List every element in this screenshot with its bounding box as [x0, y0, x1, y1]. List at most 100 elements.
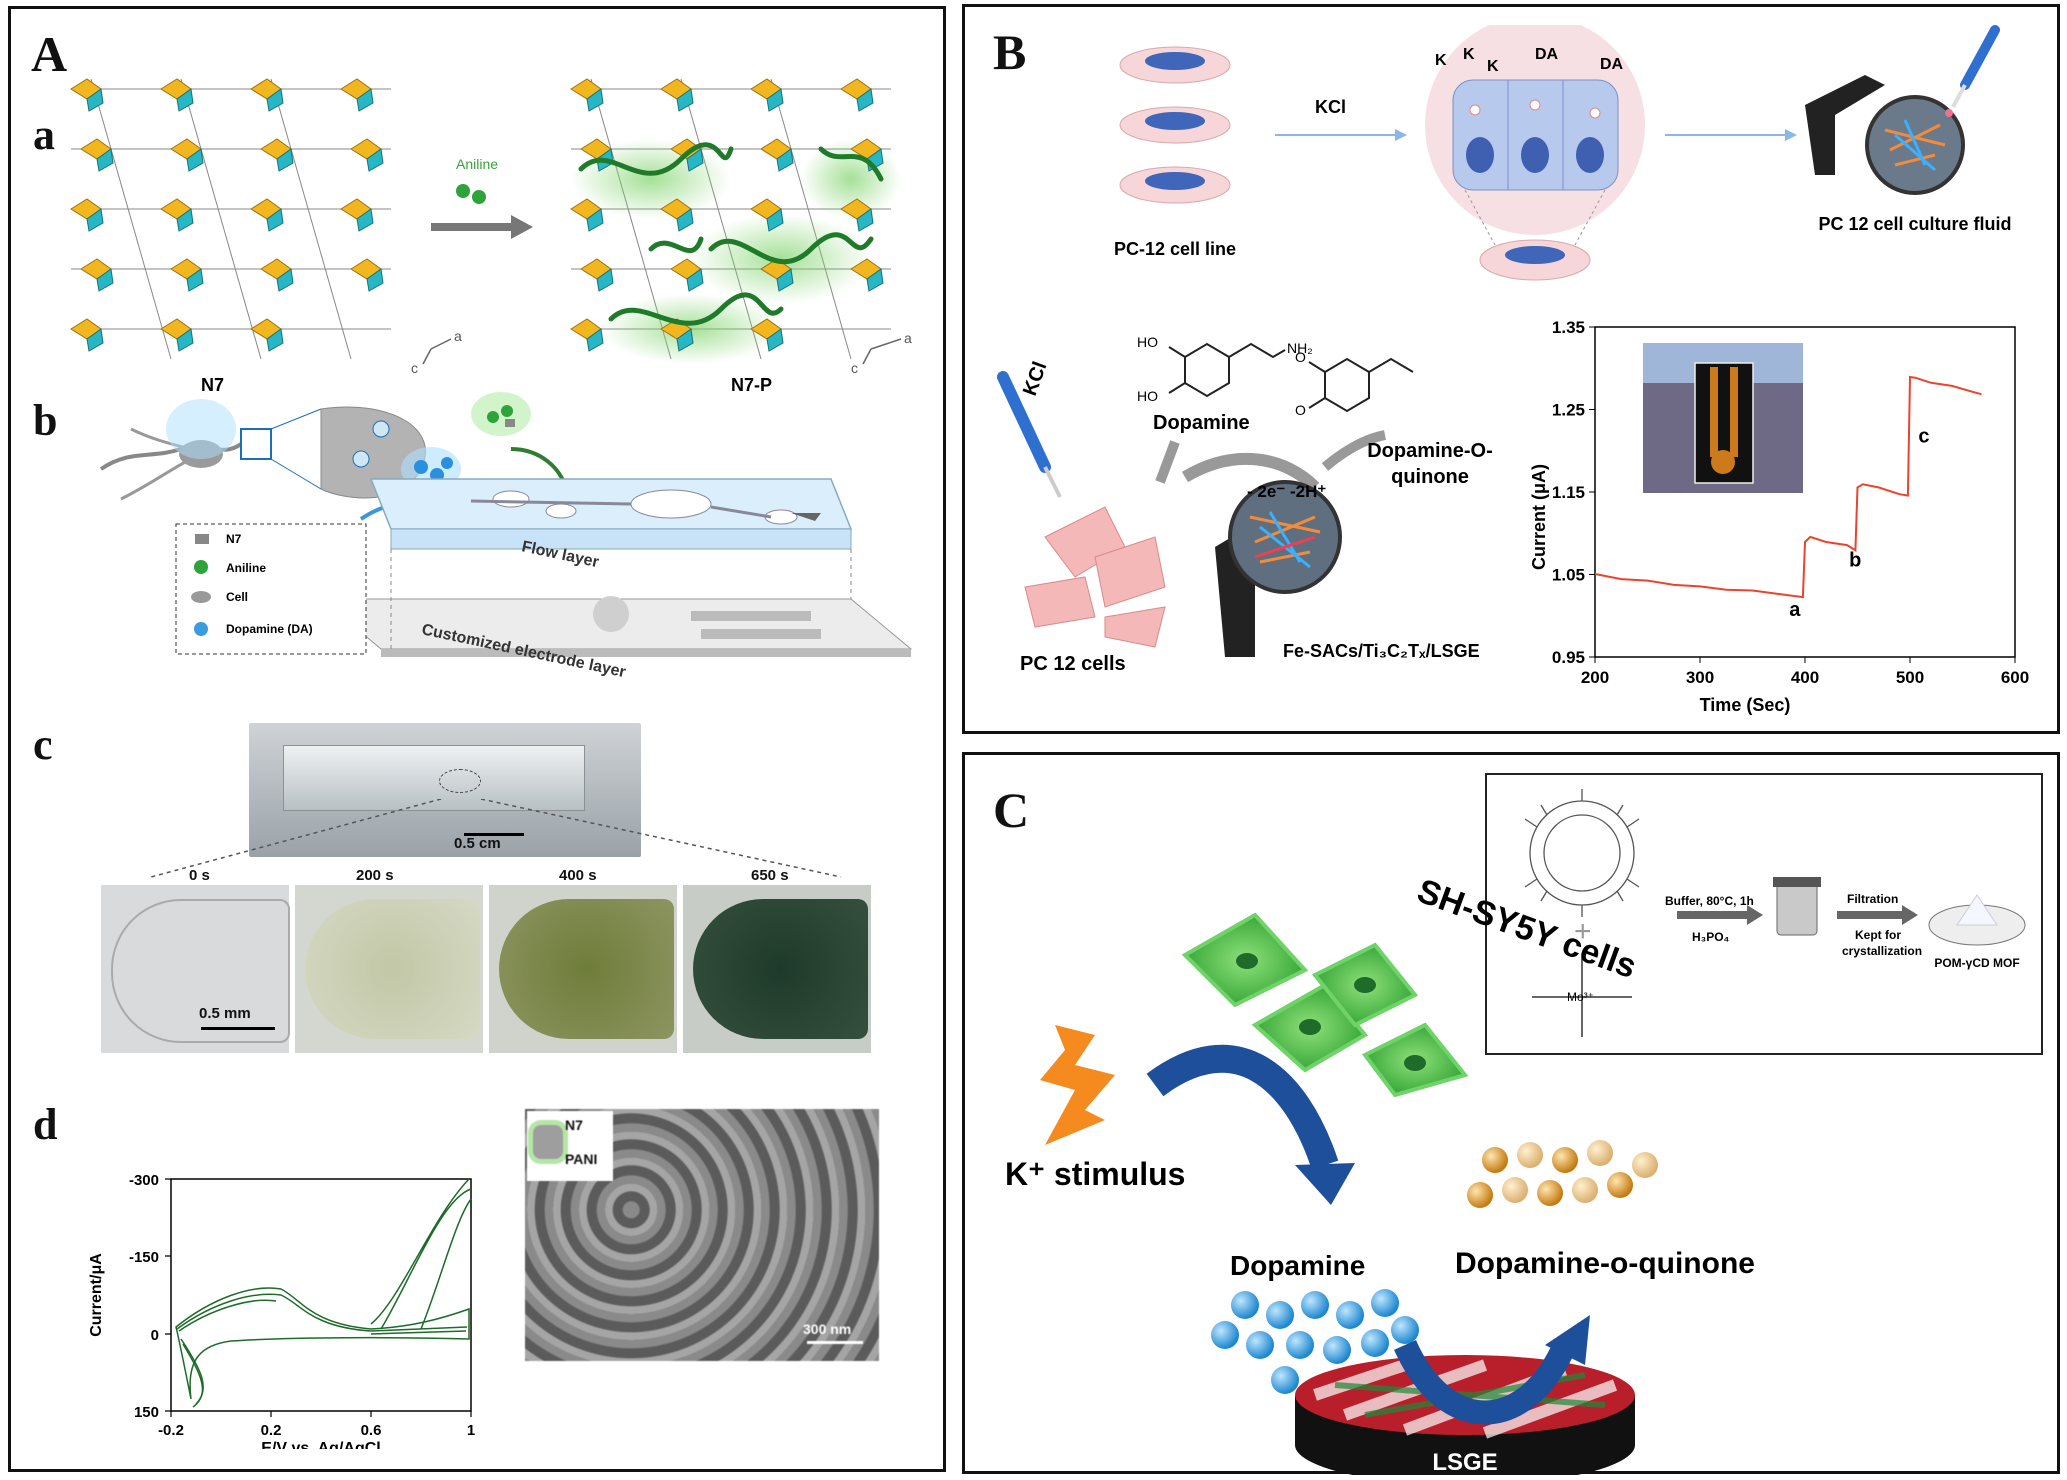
quinone-label-1: Dopamine-O- [1367, 440, 1493, 462]
quinone-label-c: Dopamine-o-quinone [1455, 1247, 1755, 1280]
sem-scale-label: 300 nm [803, 1321, 852, 1337]
axis-c-right: c [851, 360, 858, 376]
product-label: POM-γCD MOF [1934, 956, 2019, 970]
cv-curves [175, 1178, 472, 1408]
k-stimulus-label: K⁺ stimulus [1005, 1156, 1185, 1192]
frame-650s [683, 885, 871, 1053]
amp-ytick-label: 0.95 [1552, 648, 1585, 667]
time-label-650: 650 s [751, 867, 789, 884]
legend-n7: N7 [226, 532, 242, 546]
kcl-label-bottom: KCl [1019, 359, 1051, 399]
flow-layer [369, 478, 853, 649]
o-label-1: O [1295, 349, 1306, 365]
sem-inset: N7 PANI [527, 1111, 613, 1181]
lsge-label: LSGE [1432, 1449, 1497, 1475]
dopamine-structure [1168, 342, 1286, 398]
cv-xtick-1: 0.2 [261, 1422, 282, 1439]
amp-ytick-label: 1.35 [1552, 318, 1585, 337]
kcl-label-top: KCl [1315, 97, 1346, 117]
pc12-workflow-top: PC-12 cell line KCl K K K DA DA [1114, 25, 2012, 281]
frame-0s: 0.5 mm [101, 885, 290, 1053]
n7p-label: N7-P [731, 375, 772, 395]
axis-c-left: c [411, 360, 418, 376]
cell-line-label: PC-12 cell line [1114, 239, 1236, 259]
amp-annotation-b: b [1849, 549, 1861, 571]
cv-ylabel: Current/μA [88, 1253, 105, 1337]
petri-dish-stack [1119, 46, 1231, 204]
cv-xlabel: E/V vs. Ag/AgCl [261, 1440, 380, 1449]
sem-scale-bar [807, 1341, 863, 1344]
amp-xtick-label: 500 [1896, 668, 1924, 687]
pc12-cells-label: PC 12 cells [1020, 653, 1126, 675]
amp-ytick-label: 1.25 [1552, 401, 1585, 420]
da-label-2: DA [1600, 56, 1624, 73]
panel-c: C + Mo³⁺ Buffer, 80°C, 1h H₃PO₄ [962, 752, 2060, 1475]
ho-label-1: HO [1137, 334, 1158, 350]
chip-photo: 0.5 cm [249, 723, 641, 857]
cv-xtick-3: 1 [467, 1422, 475, 1439]
electrode-fe-sacs [1215, 480, 1342, 657]
panel-c-letter: C [993, 782, 1030, 838]
cv-plot: -300 -150 0 150 -0.2 0.2 0.6 1 E/V vs. A… [88, 1172, 475, 1449]
vial [1773, 877, 1821, 936]
k-label-3: K [1487, 58, 1499, 75]
amp-series-line-0 [1594, 375, 1982, 599]
amp-xlabel: Time (Sec) [1700, 695, 1791, 715]
o-label-2: O [1295, 402, 1306, 418]
amp-annotation-c: c [1918, 426, 1929, 448]
plus-sign: + [1574, 915, 1592, 948]
sh-sy5y-scheme: SH-SY5Y cells K⁺ stimulus Dopamine LSGE [1005, 875, 1755, 1475]
electrode-label-b: Fe-SACs/Ti₃C₂Tₓ/LSGE [1283, 641, 1480, 661]
n7p-lattice [570, 78, 901, 364]
scale-bar-top [464, 833, 524, 836]
axis-indicator-left [422, 338, 452, 365]
nh2-label: NH₂ [1287, 340, 1313, 356]
synthesis-reagent: H₃PO₄ [1692, 930, 1730, 944]
n7-lattice [70, 78, 391, 360]
cv-xtick-0: -0.2 [158, 1422, 184, 1439]
inset-label-n7: N7 [565, 1117, 583, 1133]
mof-structure-figure: Aniline [70, 78, 912, 395]
pipette-kcl [997, 371, 1062, 498]
sensor-inset [1643, 343, 1803, 493]
quinone-label-2: quinone [1391, 466, 1469, 488]
amp-xtick-label: 200 [1581, 668, 1609, 687]
panel-b: B PC-12 cell line KCl K K K DA [962, 4, 2060, 734]
chip-body [283, 745, 585, 811]
quinone-molecules [1467, 1140, 1658, 1208]
amp-ylabel: Current (μA) [1529, 464, 1549, 570]
scale-bar-bottom [201, 1027, 275, 1030]
pc12-cells-cluster [1024, 506, 1166, 648]
panel-a: A a Aniline [8, 6, 946, 1472]
ho-label-2: HO [1137, 388, 1158, 404]
amp-annotation-a: a [1789, 599, 1801, 621]
aniline-arrow: Aniline [431, 156, 533, 239]
culture-fluid-label: PC 12 cell culture fluid [1818, 214, 2011, 234]
subpanel-c-letter: c [33, 720, 53, 769]
subpanel-d-letter: d [33, 1100, 58, 1149]
cv-ytick-3: 150 [134, 1404, 159, 1421]
cv-ytick-2: 0 [151, 1327, 159, 1344]
reaction-label: - 2e⁻ -2H⁺ [1247, 482, 1326, 501]
subpanel-b-letter: b [33, 396, 58, 445]
molybdate-structure [1532, 957, 1632, 1037]
dopamine-molecules [1211, 1289, 1419, 1394]
cv-xtick-2: 0.6 [361, 1422, 382, 1439]
scale-label-bottom: 0.5 mm [199, 1005, 251, 1022]
cv-ytick-1: -150 [129, 1249, 159, 1266]
amp-ytick-label: 1.15 [1552, 483, 1585, 502]
aniline-label: Aniline [456, 156, 498, 172]
k-label-1: K [1435, 52, 1447, 69]
cell-closeup [1425, 25, 1645, 281]
panel-b-letter: B [993, 24, 1027, 80]
chamber-frames: 0.5 mm [101, 885, 871, 1053]
aniline-droplets [471, 392, 531, 436]
sem-image: N7 PANI 300 nm [525, 1109, 879, 1361]
cv-ytick-0: -300 [129, 1172, 159, 1189]
subpanel-a-letter: a [33, 110, 55, 159]
synthesis-scheme: + Mo³⁺ Buffer, 80°C, 1h H₃PO₄ Filtration… [1524, 789, 2026, 1037]
cyclodextrin-ring [1524, 789, 1640, 917]
inset-label-pani: PANI [565, 1151, 598, 1167]
legend-cell: Cell [226, 590, 248, 604]
